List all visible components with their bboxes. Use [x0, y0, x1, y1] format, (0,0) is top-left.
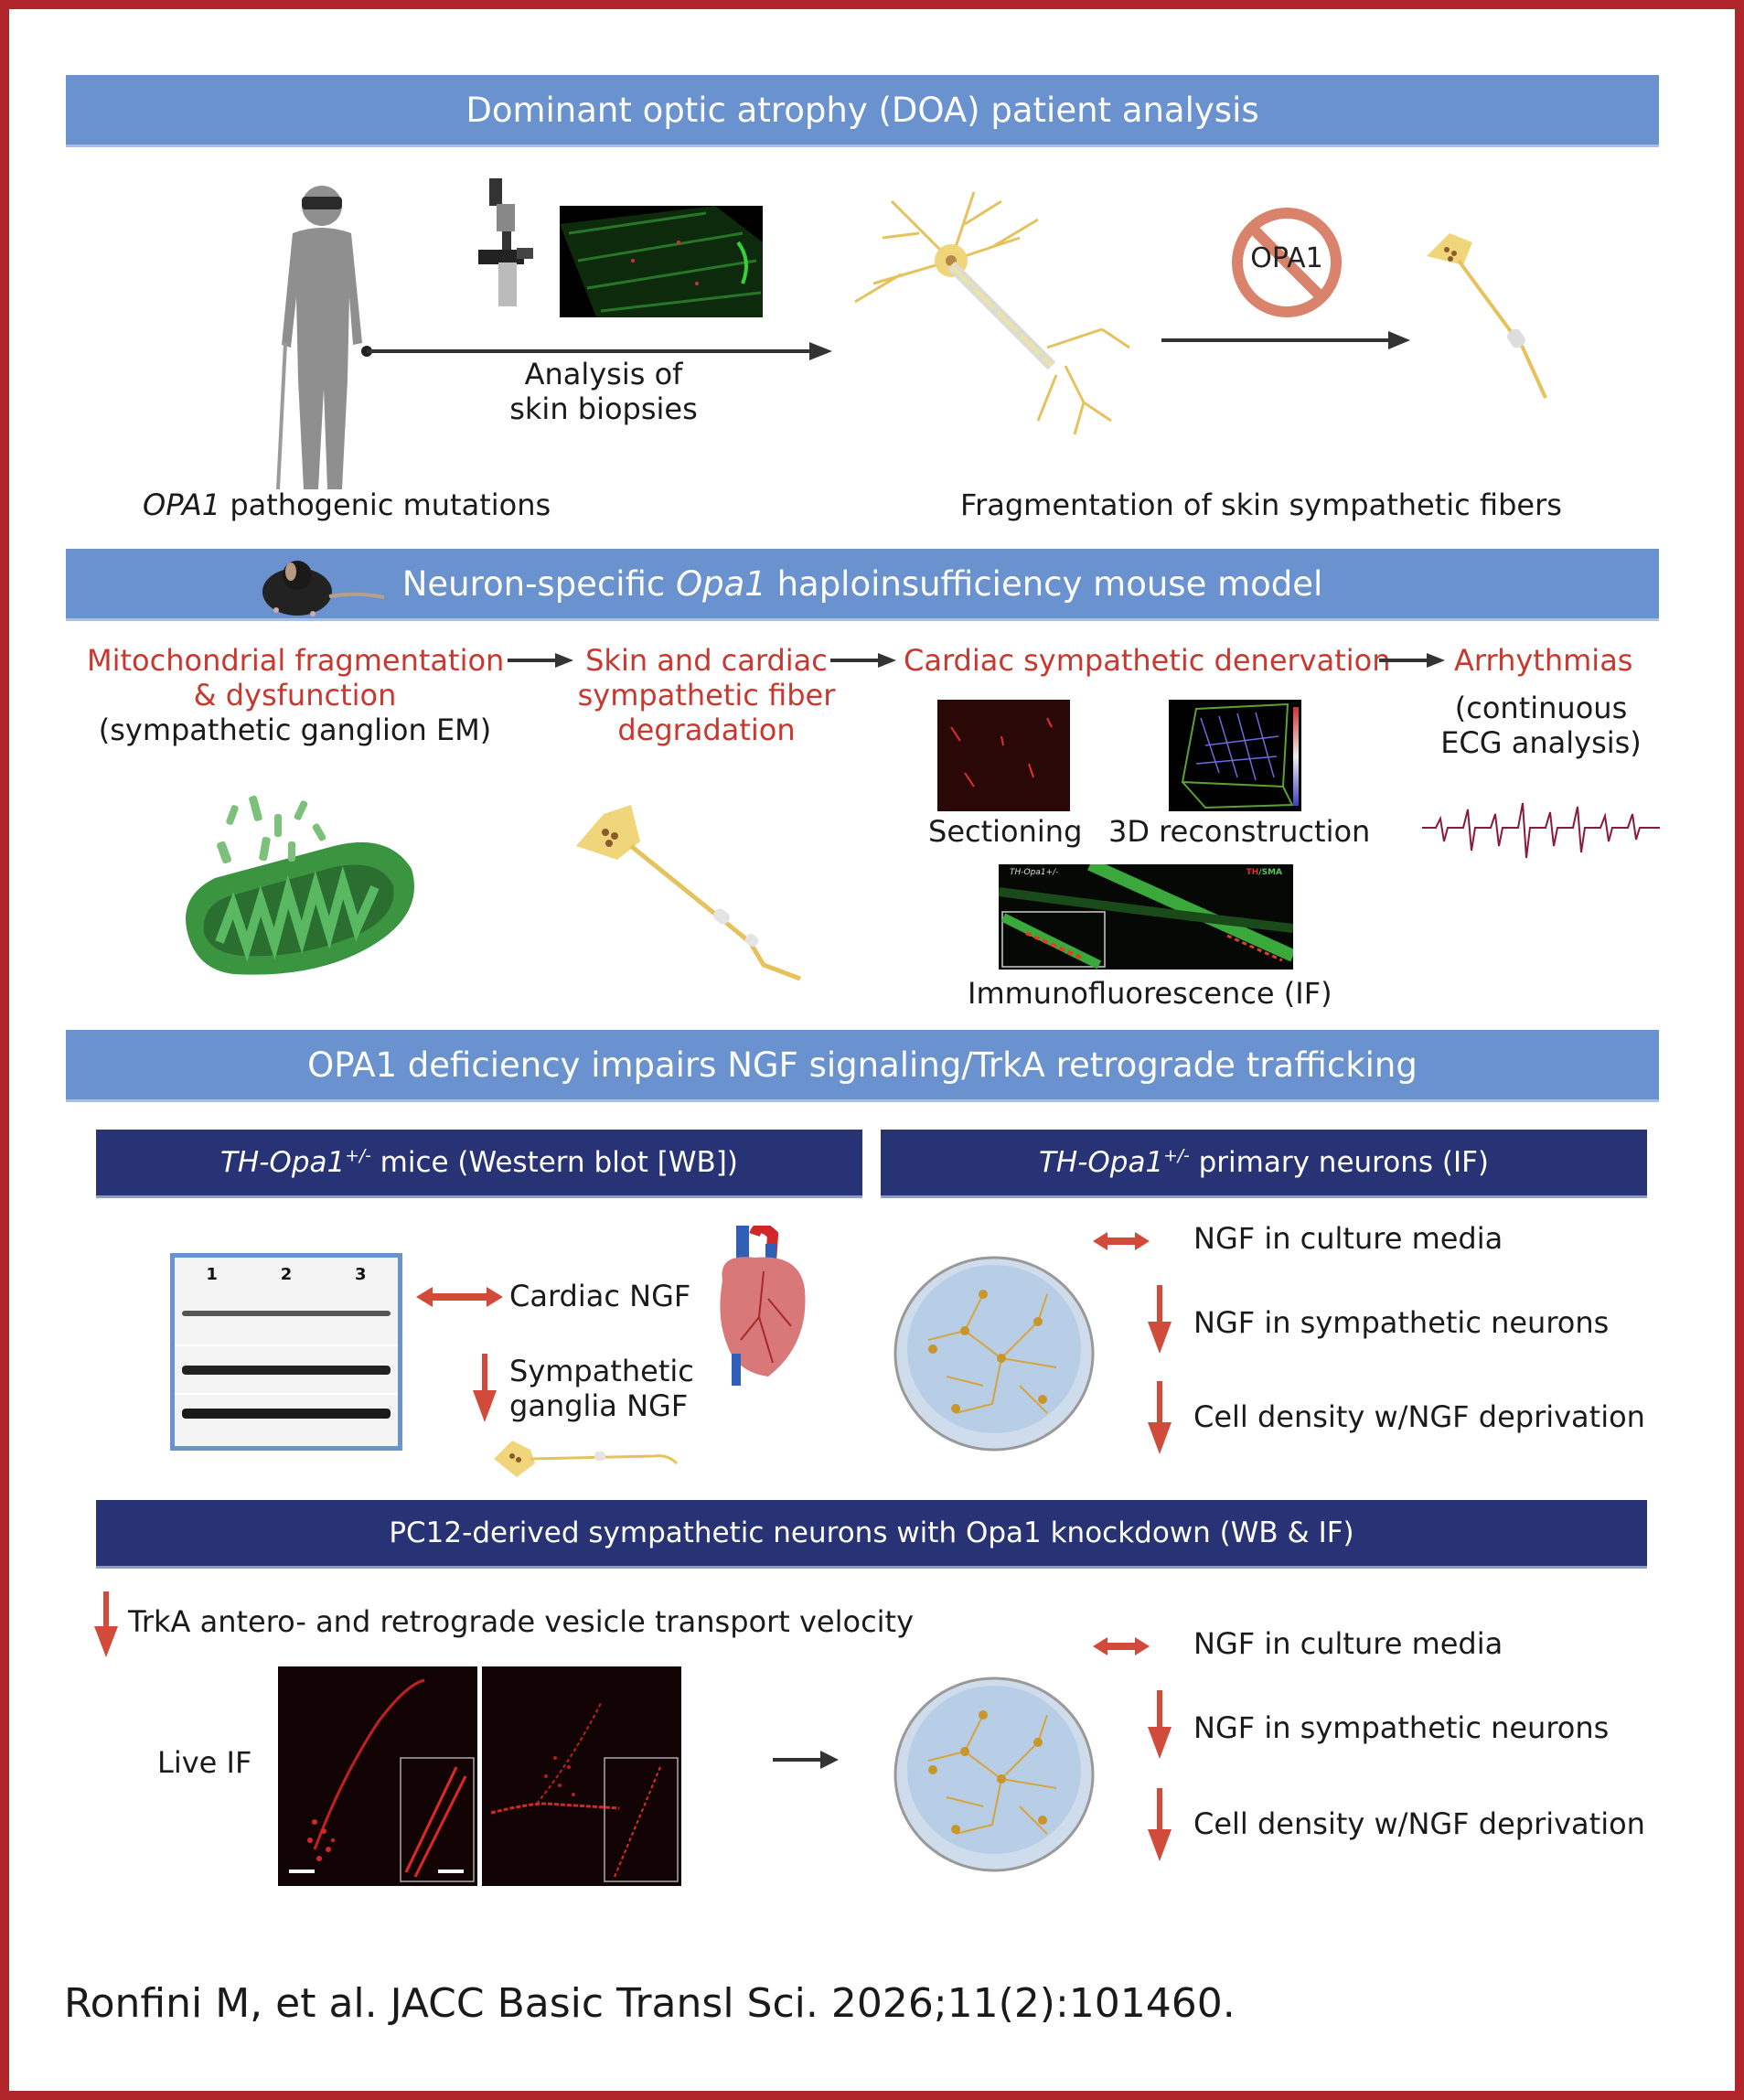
fragmented-neuron-icon	[1427, 233, 1547, 399]
step-fiber-degradation: Skin and cardiac sympathetic fiber degra…	[577, 643, 836, 747]
fragmentation-arrow-icon	[1161, 331, 1410, 349]
section-header-mouse-model: Neuron-specific Opa1 haploinsufficiency …	[66, 549, 1659, 618]
western-blot-image: 1 2 3	[170, 1253, 402, 1451]
ecg-analysis-note: (continuous ECG analysis)	[1440, 691, 1642, 760]
opa1-inhibition-badge: OPA1	[1230, 206, 1343, 319]
subsection-header-mice-wb: TH-Opa1+/- mice (Western blot [WB])	[96, 1130, 862, 1195]
unchanged-arrow-icon	[1093, 1637, 1150, 1655]
unchanged-arrow-icon	[1093, 1232, 1150, 1250]
immunofluorescence-label: Immunofluorescence (IF)	[968, 976, 1332, 1011]
flow-arrow-icon	[508, 653, 573, 668]
patient-caption: OPA1 pathogenic mutations	[143, 488, 551, 522]
unchanged-arrow-icon	[416, 1287, 503, 1307]
decreased-arrow-icon	[473, 1354, 497, 1422]
live-if-control-image	[278, 1666, 477, 1886]
flow-arrow-icon	[1379, 653, 1445, 668]
sectioning-image	[937, 700, 1070, 811]
trka-transport-label: TrkA antero- and retrograde vesicle tran…	[128, 1604, 915, 1639]
microscope-icon	[478, 178, 533, 306]
ganglia-ngf-label: Sympathetic ganglia NGF	[509, 1354, 694, 1423]
skin-biopsy-if-image	[560, 206, 763, 317]
reconstruction-label: 3D reconstruction	[1108, 814, 1371, 849]
wb-lane-labels: 1 2 3	[206, 1265, 367, 1284]
step-cardiac-denervation: Cardiac sympathetic denervation	[904, 643, 1391, 678]
petri-dish-icon	[893, 1677, 1095, 1872]
subsection-header-primary-neurons: TH-Opa1+/- primary neurons (IF)	[881, 1130, 1647, 1195]
decreased-arrow-icon	[1148, 1788, 1172, 1861]
section-title: OPA1 deficiency impairs NGF signaling/Tr…	[307, 1045, 1418, 1085]
cardiac-ngf-label: Cardiac NGF	[509, 1279, 691, 1313]
live-if-knockdown-image	[482, 1666, 681, 1886]
citation: Ronfini M, et al. JACC Basic Transl Sci.…	[64, 1980, 1236, 2027]
mouse-icon	[262, 561, 385, 616]
biopsy-label: Analysis of skin biopsies	[509, 357, 698, 426]
subsection-header-pc12: PC12-derived sympathetic neurons with Op…	[96, 1500, 1647, 1566]
analysis-arrow-icon	[361, 342, 832, 360]
prohibited-icon	[1232, 208, 1342, 317]
petri-dish-icon	[893, 1256, 1095, 1452]
sectioning-label: Sectioning	[928, 814, 1083, 849]
fragmentation-caption: Fragmentation of skin sympathetic fibers	[960, 488, 1562, 522]
healthy-neuron-icon	[854, 191, 1130, 435]
flow-arrow-icon	[830, 653, 896, 668]
immunofluorescence-image: TH-Opa1+/- TH/SMA	[999, 864, 1293, 970]
wb-band	[182, 1409, 391, 1419]
step-arrhythmias: Arrhythmias	[1454, 643, 1633, 678]
wb-band	[182, 1311, 391, 1316]
step-mitochondrial-dysfunction: Mitochondrial fragmentation & dysfunctio…	[87, 643, 505, 747]
if-vessel-graphic	[999, 864, 1293, 970]
decreased-arrow-icon	[1148, 1381, 1172, 1454]
heart-icon	[720, 1226, 806, 1386]
ecg-trace-icon	[1422, 802, 1660, 859]
patient-silhouette-icon	[276, 186, 362, 490]
result-arrow-icon	[773, 1751, 839, 1769]
decreased-arrow-icon	[94, 1591, 118, 1657]
wb-band	[182, 1366, 391, 1375]
live-if-label: Live IF	[157, 1745, 252, 1780]
section-title: Dominant optic atrophy (DOA) patient ana…	[465, 90, 1259, 130]
decreased-arrow-icon	[1148, 1285, 1172, 1354]
section-header-ngf-signaling: OPA1 deficiency impairs NGF signaling/Tr…	[66, 1030, 1659, 1099]
reconstruction-3d-image	[1169, 700, 1301, 811]
decreased-arrow-icon	[1148, 1690, 1172, 1759]
mitochondrion-icon	[186, 796, 414, 975]
sympathetic-neuron-icon	[494, 1441, 679, 1477]
section-header-doa: Dominant optic atrophy (DOA) patient ana…	[66, 75, 1659, 145]
section-title: Neuron-specific Opa1 haploinsufficiency …	[401, 563, 1323, 604]
degraded-neuron-icon	[576, 805, 801, 981]
